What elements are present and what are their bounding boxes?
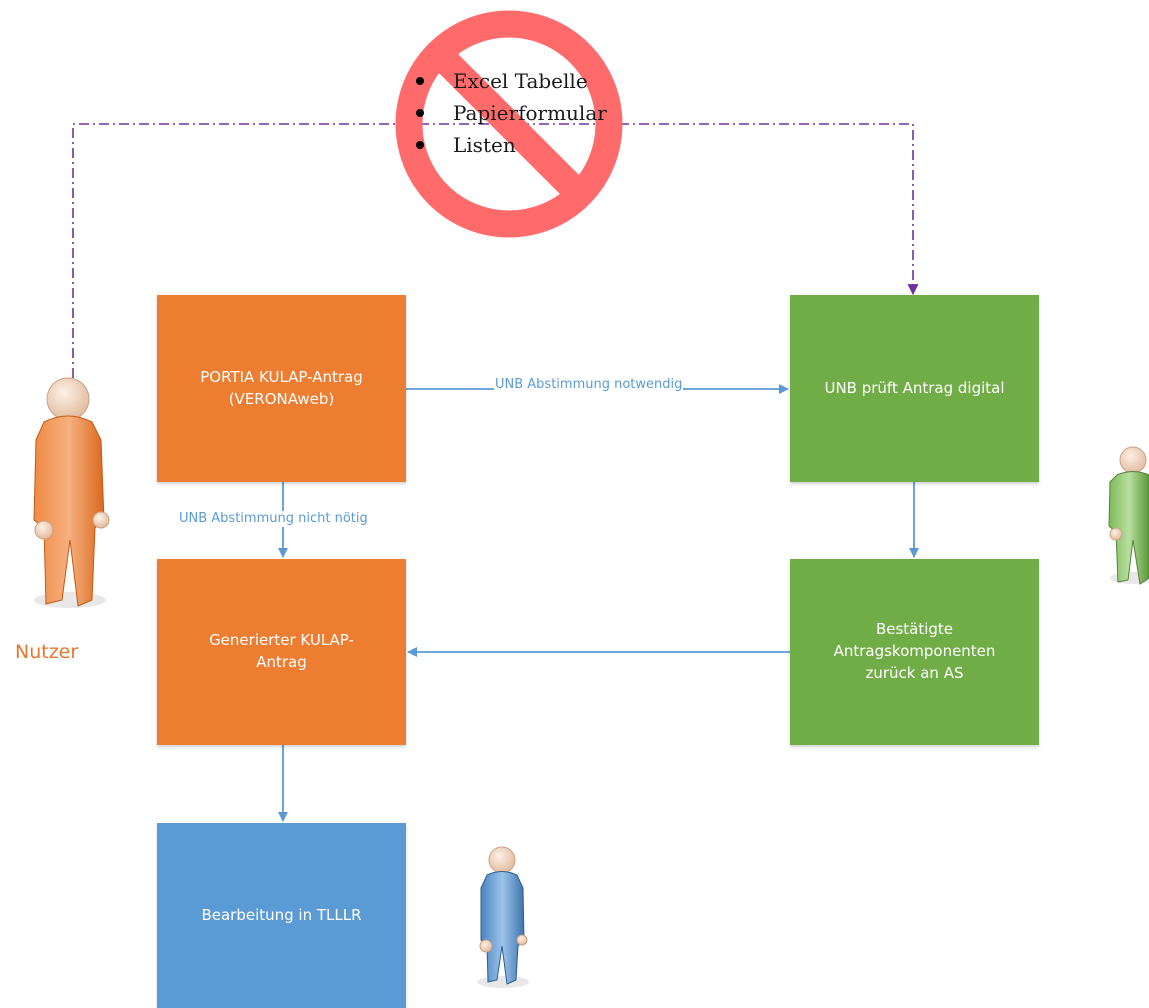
green-person-icon bbox=[1108, 446, 1149, 585]
generated-application-box: Generierter KULAP- Antrag bbox=[157, 559, 406, 745]
tlllr-processing-box: Bearbeitung in TLLLR bbox=[157, 823, 406, 1008]
prohibited-icon bbox=[395, 10, 623, 238]
tlllr-processing-label: Bearbeitung in TLLLR bbox=[201, 905, 362, 924]
prohibited-list: Excel Tabelle Papierformular Listen bbox=[413, 65, 607, 161]
unb-check-box: UNB prüft Antrag digital bbox=[790, 295, 1039, 482]
list-item: Papierformular bbox=[413, 97, 607, 129]
list-item: Listen bbox=[413, 129, 607, 161]
edge-label-not-needed: UNB Abstimmung nicht nötig bbox=[178, 511, 369, 527]
portia-application-label: PORTIA KULAP-Antrag (VERONAweb) bbox=[200, 367, 363, 408]
confirmed-components-box: Bestätigte Antragskomponenten zurück an … bbox=[790, 559, 1039, 745]
edge-label-needed: UNB Abstimmung notwendig bbox=[494, 377, 684, 393]
blue-person-icon bbox=[477, 846, 529, 988]
unb-check-label: UNB prüft Antrag digital bbox=[824, 378, 1005, 397]
confirmed-components-label: Bestätigte Antragskomponenten zurück an … bbox=[833, 620, 996, 682]
generated-application-label: Generierter KULAP- Antrag bbox=[209, 631, 354, 671]
list-item: Excel Tabelle bbox=[413, 65, 607, 97]
user-person-icon bbox=[33, 377, 110, 608]
user-label: Nutzer bbox=[15, 641, 79, 663]
portia-application-box: PORTIA KULAP-Antrag (VERONAweb) bbox=[157, 295, 406, 482]
